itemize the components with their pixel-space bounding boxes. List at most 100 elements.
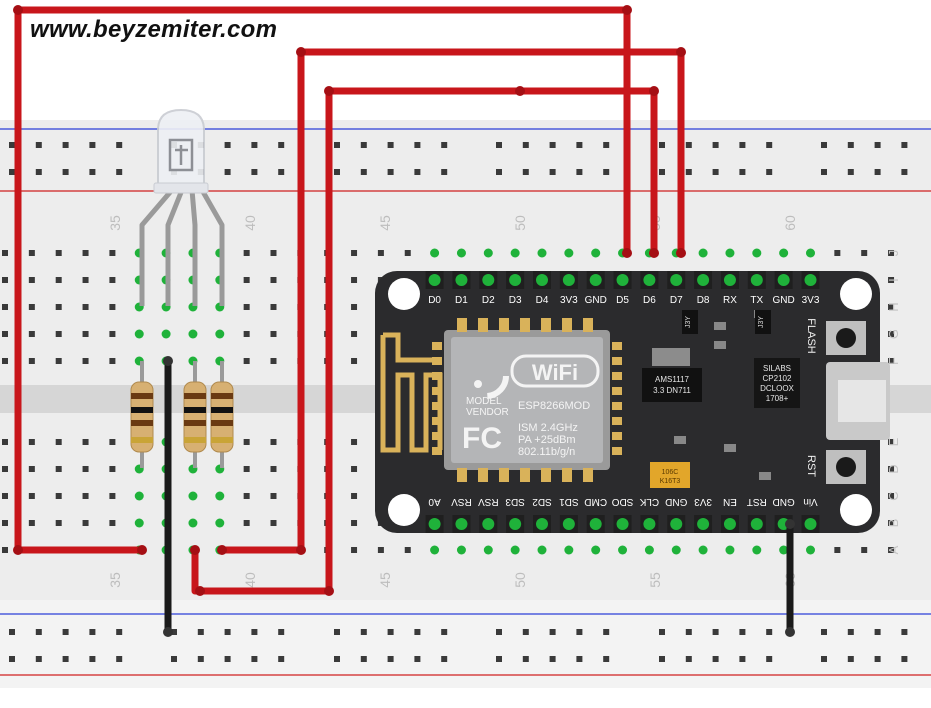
- grid-hole: [55, 493, 62, 499]
- rail-hole: [441, 629, 448, 635]
- occupied-hole: [806, 248, 815, 258]
- module-pad: [432, 402, 442, 410]
- grid-hole: [270, 277, 277, 283]
- top-pin-label: D5: [616, 295, 629, 306]
- occupied-hole: [644, 545, 654, 555]
- grid-hole: [109, 277, 116, 283]
- column-number-top: 50: [512, 215, 528, 231]
- button-cap: [836, 457, 856, 477]
- button-label: RST: [805, 455, 817, 477]
- grid-hole: [55, 331, 62, 337]
- rail-hole: [712, 169, 719, 175]
- rail-hole: [685, 629, 692, 635]
- row-letter: G: [886, 329, 901, 339]
- occupied-hole: [215, 518, 225, 528]
- grid-hole: [28, 466, 35, 472]
- usb-port-icon: [838, 380, 886, 422]
- grid-hole: [270, 439, 277, 445]
- bottom-pin-label: 3V3: [694, 496, 712, 507]
- led-leg: [165, 189, 185, 306]
- header-pin-hole: [536, 274, 548, 286]
- grid-hole: [2, 520, 8, 526]
- module-text: PA +25dBm: [518, 434, 576, 446]
- grid-hole: [2, 331, 8, 337]
- rail-hole: [334, 656, 340, 662]
- rail-hole: [712, 629, 719, 635]
- rail-hole: [712, 656, 719, 662]
- bottom-pin-label: GND: [773, 496, 795, 507]
- rail-hole: [89, 169, 96, 175]
- occupied-hole: [537, 545, 547, 555]
- occupied-hole: [779, 248, 789, 258]
- grid-hole: [351, 250, 358, 256]
- grid-hole: [243, 520, 250, 526]
- bottom-pin-label: SD2: [532, 496, 552, 507]
- rail-hole: [441, 142, 448, 148]
- module-pad: [612, 417, 622, 425]
- mount-hole: [840, 278, 872, 310]
- header-pin-hole: [804, 518, 817, 530]
- grid-hole: [351, 493, 358, 499]
- module-pad: [520, 318, 530, 332]
- rail-hole: [387, 169, 394, 175]
- rail-hole: [35, 142, 42, 148]
- header-pin-hole: [509, 518, 522, 530]
- header-pin-hole: [723, 518, 736, 530]
- rail-hole: [603, 656, 610, 662]
- rail-hole: [62, 629, 69, 635]
- occupied-hole: [698, 545, 708, 555]
- bottom-power-rail: [9, 629, 908, 662]
- occupied-hole: [591, 248, 601, 258]
- grid-hole: [834, 547, 841, 553]
- grid-hole: [377, 547, 384, 553]
- rail-hole: [739, 169, 746, 175]
- wire-joint: [676, 248, 686, 258]
- module-text: ESP8266MOD: [518, 400, 590, 412]
- resistor-band: [131, 420, 153, 426]
- bottom-pin-label: CMD: [584, 496, 607, 507]
- rail-hole: [659, 629, 665, 635]
- header-pin-hole: [428, 518, 441, 530]
- bottom-pin-label: EN: [723, 496, 737, 507]
- resistor-band: [131, 407, 153, 413]
- column-number-top: 45: [377, 215, 393, 231]
- top-pin-label: TX: [750, 295, 763, 306]
- rail-hole: [549, 629, 556, 635]
- resistor-band: [184, 437, 206, 443]
- bottom-pin-label: RSV: [451, 496, 472, 507]
- occupied-hole: [591, 545, 601, 555]
- grid-hole: [109, 304, 116, 310]
- module-pad: [432, 342, 442, 350]
- rail-hole: [576, 656, 583, 662]
- rail-hole: [414, 169, 421, 175]
- rail-hole: [9, 656, 15, 662]
- grid-hole: [888, 547, 895, 553]
- resistor: [183, 361, 207, 468]
- grid-hole: [28, 439, 35, 445]
- occupied-hole: [161, 329, 171, 339]
- resistor-body: [210, 381, 234, 453]
- top-pin-label: D1: [455, 295, 468, 306]
- top-pin-label: 3V3: [802, 295, 820, 306]
- top-pin-label: GND: [585, 295, 607, 306]
- rail-hole: [766, 629, 773, 635]
- grid-hole: [888, 439, 895, 445]
- module-pad: [562, 318, 572, 332]
- rail-hole: [171, 629, 177, 635]
- rail-hole: [821, 629, 827, 635]
- rail-hole: [360, 169, 367, 175]
- grid-hole: [28, 331, 35, 337]
- smd-component: [759, 472, 771, 480]
- module-pad: [457, 468, 467, 482]
- grid-hole: [82, 331, 89, 337]
- grid-hole: [243, 358, 250, 364]
- rail-hole: [116, 656, 123, 662]
- grid-hole: [243, 250, 250, 256]
- resistor-band: [184, 393, 206, 399]
- rail-hole: [197, 656, 204, 662]
- grid-hole: [243, 331, 250, 337]
- rail-hole: [224, 142, 231, 148]
- led-leg: [139, 188, 174, 306]
- column-number-bottom: 40: [242, 572, 258, 588]
- rail-hole: [522, 656, 529, 662]
